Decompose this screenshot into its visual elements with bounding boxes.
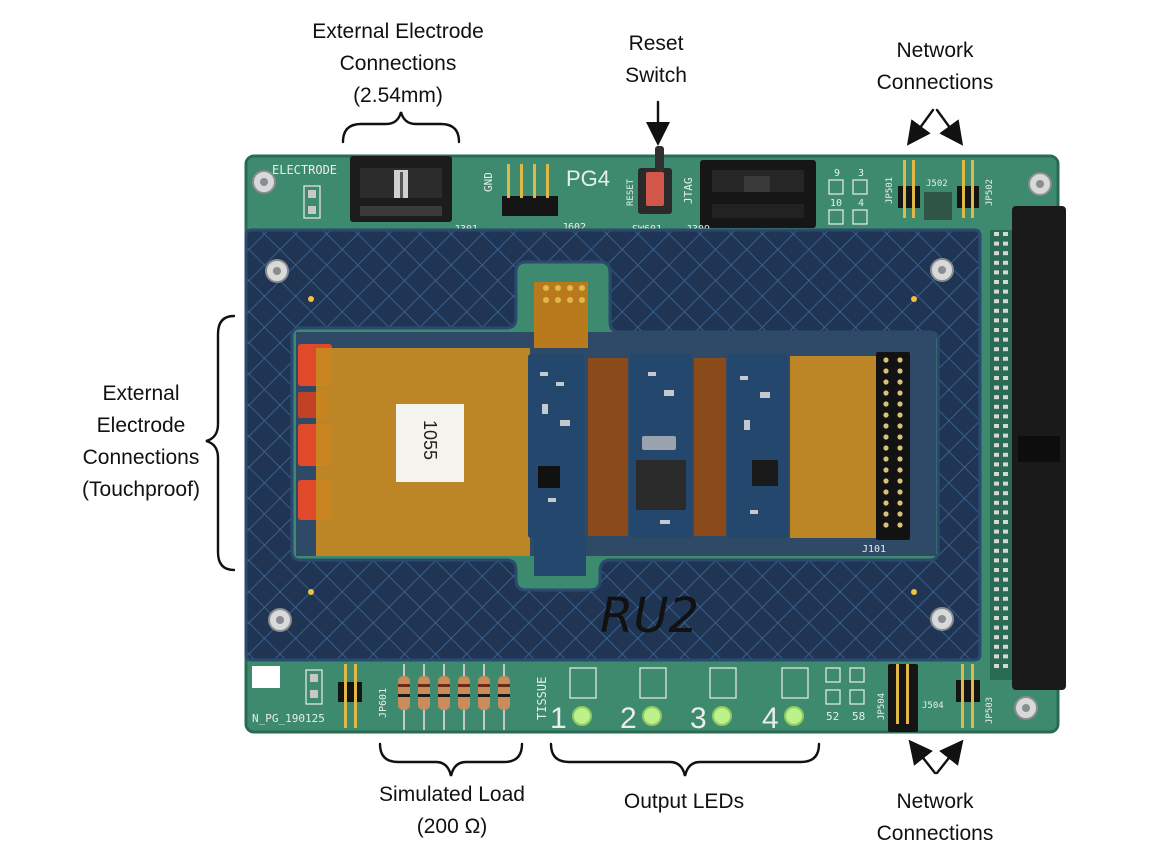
silk-board-id: N_PG_190125 <box>252 712 325 725</box>
led-4: 4 <box>762 667 809 735</box>
silk-gnd: GND <box>482 172 495 192</box>
silk-jp503: JP503 <box>985 697 995 724</box>
silk-j602: J602 <box>562 222 586 233</box>
callout-network-connections-bottom: Network Connections <box>876 790 994 845</box>
flex-strip-1 <box>588 358 628 536</box>
callout-reset-switch: Reset Switch <box>625 32 687 87</box>
network-header-jp502 <box>957 160 979 218</box>
crystal <box>642 436 676 450</box>
connector-j301 <box>350 156 452 222</box>
callout-network-connections-top: Network Connections <box>876 39 994 94</box>
silk-pg4: PG4 <box>566 166 610 191</box>
edge-connector-right <box>990 206 1066 690</box>
bracket-top-electrode <box>341 111 461 144</box>
svg-text:52: 52 <box>826 710 839 723</box>
led-number: 2 <box>620 702 637 735</box>
electronics-module-3 <box>728 354 788 538</box>
silk-j504: J504 <box>922 701 944 711</box>
callout-output-leds: Output LEDs <box>623 790 745 813</box>
arrow-network-top-right <box>935 108 964 146</box>
flex-top-pads <box>543 285 585 303</box>
smd-components <box>540 372 770 524</box>
white-marker-block <box>252 666 280 688</box>
test-pads-bottom: 52 58 <box>825 667 865 723</box>
jumper-j507 <box>305 669 323 705</box>
led-number: 1 <box>550 702 567 735</box>
network-header-jp503 <box>956 664 980 728</box>
bracket-simulated-load <box>378 742 524 777</box>
bracket-output-leds <box>549 742 821 777</box>
silk-jp501: JP501 <box>885 177 895 204</box>
silk-tissue: TISSUE <box>535 677 549 720</box>
led-number: 3 <box>690 702 707 735</box>
simulated-load-resistors <box>398 664 510 730</box>
silk-jp502: JP502 <box>985 179 995 206</box>
silk-electrode: ELECTRODE <box>272 163 337 177</box>
svg-text:58: 58 <box>852 710 865 723</box>
arrow-network-top-left <box>906 108 935 146</box>
flex-strip-2 <box>694 358 726 536</box>
mcu-chip <box>636 460 686 510</box>
silk-jtag: JTAG <box>682 178 695 205</box>
label-1055: 1055 <box>420 420 440 460</box>
led-1: 1 <box>550 667 597 735</box>
led-2: 2 <box>620 667 667 735</box>
svg-text:10: 10 <box>830 198 842 209</box>
network-header-jp501 <box>898 160 920 218</box>
arrow-network-bottom-left <box>908 739 937 775</box>
kapton-tape-right <box>790 356 878 538</box>
svg-text:4: 4 <box>858 198 864 209</box>
sample-label: 1055 <box>396 404 464 482</box>
header-j602 <box>502 164 558 216</box>
callout-simulated-load: Simulated Load (200 Ω) <box>379 783 525 838</box>
svg-text:9: 9 <box>834 168 840 179</box>
network-header-jp504 <box>888 664 918 732</box>
chip-j502 <box>924 192 952 220</box>
jumper-j305 <box>303 185 321 219</box>
header-j101 <box>876 352 910 540</box>
arrow-network-bottom-right <box>935 739 964 775</box>
annotation-lines <box>205 100 964 777</box>
marker-writing: RU2 <box>600 588 699 644</box>
silk-j502: J502 <box>926 179 948 189</box>
jtag-header-j309 <box>700 160 816 228</box>
svg-text:3: 3 <box>858 168 864 179</box>
silk-reset: RESET <box>626 178 636 206</box>
electronics-module-1b <box>534 536 586 576</box>
silk-j101: J101 <box>862 544 886 555</box>
electronics-module-1 <box>528 354 584 538</box>
header-j101-pins <box>883 357 903 528</box>
enclosure-screws <box>265 258 954 632</box>
bracket-left-touchproof <box>205 314 236 572</box>
enclosure-frame <box>244 228 982 662</box>
pcb-mounting-screws <box>252 170 1052 720</box>
test-pads-top: 9 3 10 4 <box>828 168 868 225</box>
led-number: 4 <box>762 702 779 735</box>
silk-jp601: JP601 <box>378 688 389 718</box>
silk-jp504: JP504 <box>877 693 887 720</box>
callout-external-electrode-2-54mm: External Electrode Connections (2.54mm) <box>312 20 484 107</box>
callout-external-electrode-touchproof: External Electrode Connections (Touchpro… <box>82 382 200 501</box>
reset-switch-sw601 <box>638 146 672 214</box>
header-bottom-left <box>338 664 362 728</box>
led-3: 3 <box>690 667 737 735</box>
output-leds: 1 2 3 4 <box>550 667 809 735</box>
flex-connector-top <box>534 282 588 348</box>
edge-connector-pins <box>994 232 1008 668</box>
